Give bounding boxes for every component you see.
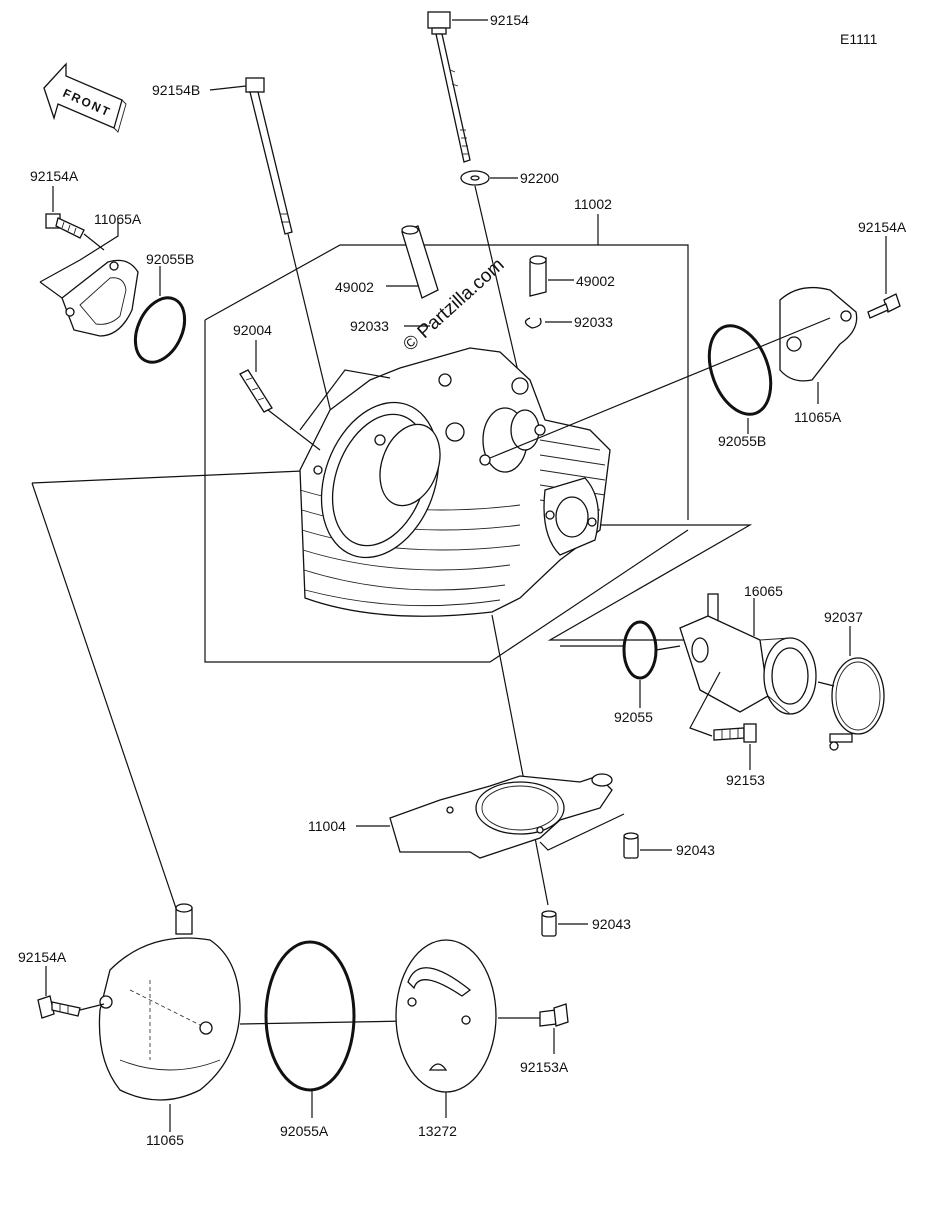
- part-92153a-bolt: [498, 1003, 569, 1054]
- part-16065-intake-pipe: [679, 593, 817, 715]
- label-92055b-right: 92055B: [718, 433, 766, 449]
- label-92037: 92037: [824, 609, 863, 625]
- label-92154b: 92154B: [152, 82, 200, 98]
- label-13272: 13272: [418, 1123, 457, 1139]
- part-92154b-stud: [209, 77, 341, 451]
- label-92055: 92055: [614, 709, 653, 725]
- part-11065-cover: [31, 482, 241, 1132]
- part-92055-oring: [560, 620, 681, 708]
- part-92033-clip-right: [524, 317, 542, 329]
- label-92043-lower: 92043: [592, 916, 631, 932]
- part-11004-gasket: [356, 773, 625, 859]
- label-11004: 11004: [308, 818, 346, 834]
- part-92153-bolt: [689, 671, 757, 770]
- part-11002-cylinder-head: [299, 347, 611, 906]
- label-92153: 92153: [726, 772, 765, 788]
- part-11065a-cover-right: [489, 286, 858, 459]
- part-92154a-bolt-bottom: [37, 966, 105, 1019]
- label-49002-right: 49002: [576, 273, 615, 289]
- part-92200-washer: [460, 170, 521, 381]
- label-92033-right: 92033: [574, 314, 613, 330]
- label-11002: 11002: [574, 196, 612, 212]
- label-92153a: 92153A: [520, 1059, 569, 1075]
- diagram-code: E1111: [840, 31, 878, 47]
- label-92033-left: 92033: [350, 318, 389, 334]
- part-11065a-cover-left: [39, 222, 139, 337]
- part-13272-plate: [395, 939, 497, 1118]
- front-arrow-icon: FRONT: [43, 62, 127, 133]
- part-92004-stud: [239, 340, 391, 451]
- part-92055b-oring-left: [133, 266, 187, 364]
- part-92055b-oring-right: [707, 324, 773, 434]
- label-92043-upper: 92043: [676, 842, 715, 858]
- label-92200: 92200: [520, 170, 559, 186]
- label-92154a-right: 92154A: [858, 219, 907, 235]
- group-frame: [31, 244, 753, 663]
- part-92037-clamp: [817, 626, 885, 751]
- label-49002-left: 49002: [335, 279, 374, 295]
- part-49002-valve-guide-left: [386, 225, 439, 299]
- part-92154a-bolt-right: [867, 236, 901, 319]
- label-92055a: 92055A: [280, 1123, 329, 1139]
- label-16065: 16065: [744, 583, 783, 599]
- part-49002-valve-guide-right: [529, 255, 574, 297]
- label-11065a-right: 11065A: [794, 409, 842, 425]
- label-11065a-left: 11065A: [94, 211, 142, 227]
- label-92055b-left: 92055B: [146, 251, 194, 267]
- label-11065: 11065: [146, 1132, 184, 1148]
- label-92154a-bottom: 92154A: [18, 949, 67, 965]
- part-92043-dowel-upper: [623, 832, 672, 859]
- label-92154: 92154: [490, 12, 529, 28]
- label-92154a-left: 92154A: [30, 168, 79, 184]
- part-92043-dowel-lower: [541, 910, 588, 937]
- part-92154-bolt: [427, 11, 488, 163]
- label-92004: 92004: [233, 322, 272, 338]
